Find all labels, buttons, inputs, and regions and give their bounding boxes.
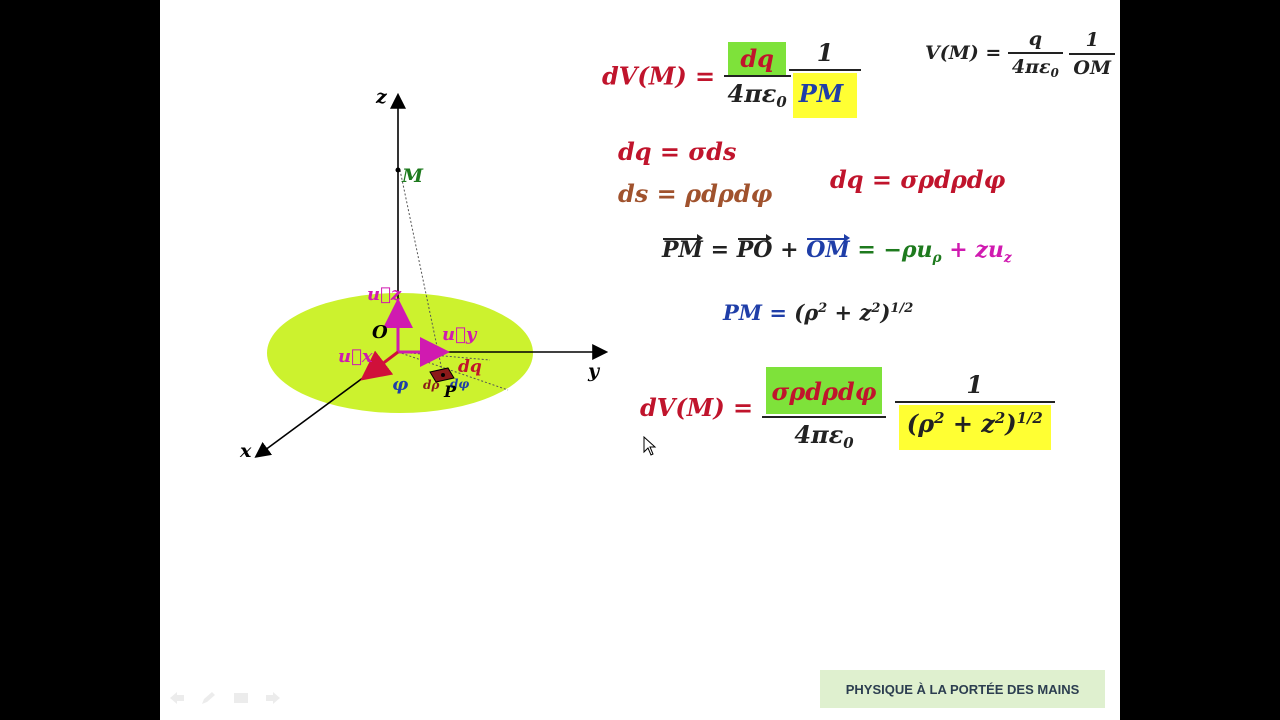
eq1-den-sub: 0 — [776, 93, 787, 112]
slide: M z y x u⃗z u⃗y u⃗x O φ dq dρ dφ P dV(M)… — [160, 0, 1120, 720]
eqref-num2: 1 — [1085, 29, 1099, 52]
eq-ds-text: ds = ρdρdφ — [618, 179, 773, 208]
eqf-num2: 1 — [966, 369, 984, 399]
origin-label: O — [372, 322, 388, 343]
z-axis-label: z — [375, 86, 388, 108]
dphi-label: dφ — [450, 377, 469, 391]
pm-mid: + z — [827, 300, 872, 325]
eqf-frac: σρdρdφ 4πε0 — [761, 367, 887, 453]
eqf-lhs: dV(M) = — [640, 393, 754, 423]
x-axis-label: x — [239, 440, 252, 462]
eqf-den2: (ρ2 + z2)1/2 — [898, 404, 1051, 450]
ux-vector — [360, 350, 399, 381]
eqf-frac2: 1 (ρ2 + z2)1/2 — [894, 369, 1055, 450]
eqf-num: σρdρdφ — [765, 367, 883, 414]
eq1-num2: 1 — [816, 38, 834, 67]
vec-rhs: = −ρuρ — [857, 237, 942, 266]
uz-label: u⃗z — [367, 284, 402, 305]
menu-icon[interactable] — [232, 690, 250, 704]
eq1-den2: PM — [792, 73, 858, 118]
eq1-num: dq — [728, 42, 786, 76]
vec-plus: + — [780, 237, 799, 263]
vec-pm: PM — [662, 234, 703, 263]
eq-dq-text: dq = σds — [618, 137, 737, 166]
vec-rhs2: + zuz — [949, 237, 1012, 266]
pm-sup2: 2 — [871, 301, 881, 317]
eqf-den-sub: 0 — [843, 434, 854, 453]
point-m-dot — [395, 167, 401, 173]
equation-vector-pm: PM = PO + OM = −ρuρ + zuz — [662, 234, 1012, 266]
dq-label: dq — [458, 357, 482, 377]
pm-close: ) — [880, 300, 891, 325]
pm-sup3: 1/2 — [890, 301, 914, 317]
equation-v-reference: V(M) = q 4πε0 1 OM — [925, 28, 1116, 81]
eq1-den: 4πε — [727, 79, 777, 109]
eqref-den: 4πε — [1011, 56, 1051, 78]
eq1-frac2: 1 PM — [788, 38, 862, 118]
vec-eq: = — [710, 237, 730, 263]
eqref-num: q — [1028, 28, 1042, 50]
next-arrow-icon[interactable] — [264, 690, 282, 704]
point-p-label: P — [443, 382, 457, 401]
equation-dv-final: dV(M) = σρdρdφ 4πε0 1 (ρ2 + z2)1/2 — [640, 367, 1055, 452]
equation-ds: ds = ρdρdφ — [618, 179, 772, 208]
eq-dq2-text: dq = σρdρdφ — [830, 165, 1006, 194]
eqref-lhs: V(M) = — [925, 42, 1002, 65]
prev-arrow-icon[interactable] — [168, 690, 186, 704]
slideshow-nav — [168, 690, 282, 704]
point-m-label: M — [401, 165, 424, 187]
drho-label: dρ — [423, 378, 440, 392]
eqref-den2: OM — [1069, 53, 1116, 79]
pm-lhs: PM = — [723, 300, 787, 325]
equation-dq-sigma-ds: dq = σds — [618, 137, 736, 166]
y-axis-label: y — [587, 360, 601, 382]
eqref-den-sub: 0 — [1050, 66, 1059, 81]
mouse-cursor-icon — [643, 436, 657, 456]
equation-pm-norm: PM = (ρ2 + z2)1/2 — [723, 300, 913, 325]
pm-rhs: (ρ — [794, 300, 819, 325]
vec-po: PO — [736, 234, 773, 263]
equation-dv: dV(M) = dq 4πε0 1 PM — [602, 38, 862, 118]
uy-label: u⃗y — [442, 324, 478, 345]
vec-om: OM — [806, 234, 850, 263]
pm-sup1: 2 — [818, 301, 828, 317]
eqf-den: 4πε — [794, 420, 844, 449]
eq1-frac: dq 4πε0 — [723, 42, 791, 112]
disk-diagram: M z y x u⃗z u⃗y u⃗x O φ dq dρ dφ P — [239, 86, 609, 462]
phi-label: φ — [392, 374, 409, 395]
ux-label: u⃗x — [338, 346, 373, 367]
equation-dq-full: dq = σρdρdφ — [830, 165, 1005, 194]
pen-icon[interactable] — [200, 690, 218, 704]
eq1-lhs: dV(M) = — [602, 61, 716, 91]
channel-logo: PHYSIQUE À LA PORTÉE DES MAINS — [820, 670, 1105, 708]
